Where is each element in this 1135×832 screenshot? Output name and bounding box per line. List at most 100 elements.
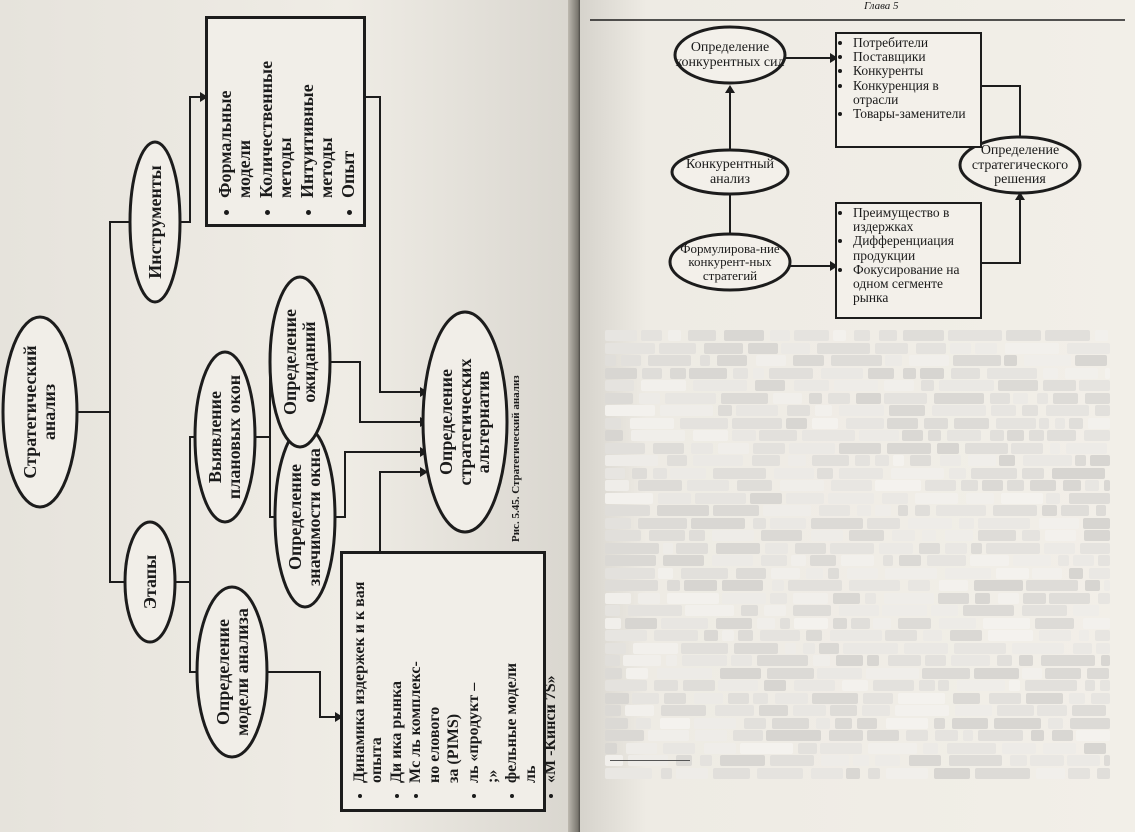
faded-text-fragment: [667, 455, 688, 466]
faded-text-fragment: [663, 555, 704, 566]
faded-text-fragment: [721, 580, 764, 591]
faded-text-fragment: [797, 742, 817, 754]
faded-text-fragment: [909, 355, 949, 366]
faded-text-fragment: [1069, 567, 1083, 579]
faded-text-fragment: [909, 755, 941, 766]
faded-text-fragment: [1022, 592, 1047, 604]
faded-text-fragment: [605, 430, 623, 441]
faded-text-fragment: [761, 530, 803, 541]
diagram-connectors: [1, 92, 509, 759]
faded-text-fragment: [1003, 355, 1018, 366]
instruments-item: Опыт: [338, 29, 358, 198]
faded-text-fragment: [680, 567, 728, 579]
faded-text-fragment: [1090, 455, 1110, 466]
faded-text-fragment: [965, 492, 994, 504]
faded-text-fragment: [939, 617, 976, 629]
node-strategic-decision: Определение стратегического решения: [971, 142, 1069, 188]
faded-text-fragment: [676, 767, 708, 779]
faded-text-fragment: [774, 692, 808, 704]
faded-text-fragment: [965, 442, 1008, 454]
faded-text-fragment: [757, 655, 809, 666]
faded-text-fragment: [1049, 592, 1090, 604]
models-item: Динамика издержек и к вая опыта: [351, 564, 386, 783]
faded-text-fragment: [1057, 555, 1069, 566]
node-model-definition: Определение модели анализа: [212, 608, 252, 736]
faded-text-fragment: [663, 692, 686, 704]
faded-text-fragment: [732, 367, 748, 379]
instruments-item: Формальные модели: [215, 29, 255, 198]
faded-text-fragment: [893, 455, 904, 466]
strategies-item: Фокусирование на одном сегменте рынка: [853, 262, 974, 306]
faded-text-fragment: [605, 330, 638, 341]
faded-text-fragment: [1090, 692, 1110, 704]
faded-text-fragment: [720, 667, 762, 679]
faded-text-fragment: [939, 380, 994, 391]
faded-text-fragment: [949, 755, 1002, 766]
faded-text-fragment: [1039, 630, 1071, 641]
node-formulation: Формулирова-ние конкурент-ных стратегий: [680, 240, 780, 283]
faded-text-fragment: [769, 330, 791, 341]
faded-text-fragment: [1012, 642, 1065, 654]
faded-text-fragment: [687, 330, 717, 341]
faded-text-fragment: [948, 467, 967, 479]
faded-text-fragment: [630, 430, 686, 441]
faded-text-fragment: [902, 430, 924, 441]
faded-text-fragment: [882, 555, 894, 566]
faded-text-fragment: [605, 580, 659, 591]
faded-text-fragment: [940, 455, 961, 466]
faded-text-fragment: [983, 617, 1031, 629]
faded-text-fragment: [640, 330, 662, 341]
faded-text-fragment: [846, 767, 861, 779]
faded-text-fragment: [995, 567, 1029, 579]
faded-text-fragment: [692, 455, 744, 466]
faded-text-fragment: [935, 505, 987, 516]
faded-text-fragment: [878, 330, 898, 341]
faded-text-fragment: [1069, 717, 1110, 729]
faded-text-fragment: [1078, 630, 1090, 641]
faded-text-fragment: [605, 605, 620, 616]
ellipse-plan-windows: [193, 350, 257, 524]
faded-text-fragment: [915, 342, 946, 354]
faded-text-fragment: [605, 692, 629, 704]
faded-text-fragment: [936, 442, 960, 454]
faded-text-fragment: [679, 417, 729, 429]
faded-text-fragment: [875, 342, 908, 354]
faded-text-fragment: [1101, 655, 1110, 666]
faded-text-fragment: [1037, 705, 1068, 716]
faded-text-fragment: [989, 430, 1004, 441]
faded-text-fragment: [932, 405, 986, 416]
faded-text-fragment: [770, 567, 800, 579]
faded-text-fragment: [830, 705, 858, 716]
faded-text-fragment: [605, 717, 628, 729]
faded-text-fragment: [953, 692, 980, 704]
faded-text-fragment: [763, 680, 786, 691]
faded-text-fragment: [1079, 380, 1110, 391]
faded-text-fragment: [928, 430, 941, 441]
faded-text-fragment: [875, 505, 892, 516]
faded-text-fragment: [920, 367, 945, 379]
faded-text-fragment: [657, 667, 712, 679]
faded-text-fragment: [851, 617, 870, 629]
faded-text-fragment: [766, 730, 822, 741]
faded-text-fragment: [785, 492, 825, 504]
faded-text-fragment: [953, 417, 990, 429]
faded-text-fragment: [731, 417, 782, 429]
instruments-item: Количественные методы: [256, 29, 296, 198]
faded-text-fragment: [1072, 705, 1107, 716]
faded-text-fragment: [970, 542, 982, 554]
faded-text-fragment: [810, 530, 844, 541]
faded-text-fragment: [605, 642, 627, 654]
faded-text-fragment: [1068, 767, 1091, 779]
ellipse-alternatives: [421, 310, 509, 534]
faded-text-fragment: [621, 355, 641, 366]
faded-text-fragment: [955, 705, 992, 716]
faded-text-block: [605, 330, 1115, 800]
faded-text-fragment: [792, 605, 832, 616]
faded-text-fragment: [1009, 755, 1027, 766]
faded-text-fragment: [919, 542, 940, 554]
faded-text-fragment: [802, 430, 855, 441]
faded-text-fragment: [789, 442, 835, 454]
forces-item: Потребители: [853, 35, 974, 50]
faded-text-fragment: [737, 630, 753, 641]
ellipse-expectations: [268, 275, 332, 449]
